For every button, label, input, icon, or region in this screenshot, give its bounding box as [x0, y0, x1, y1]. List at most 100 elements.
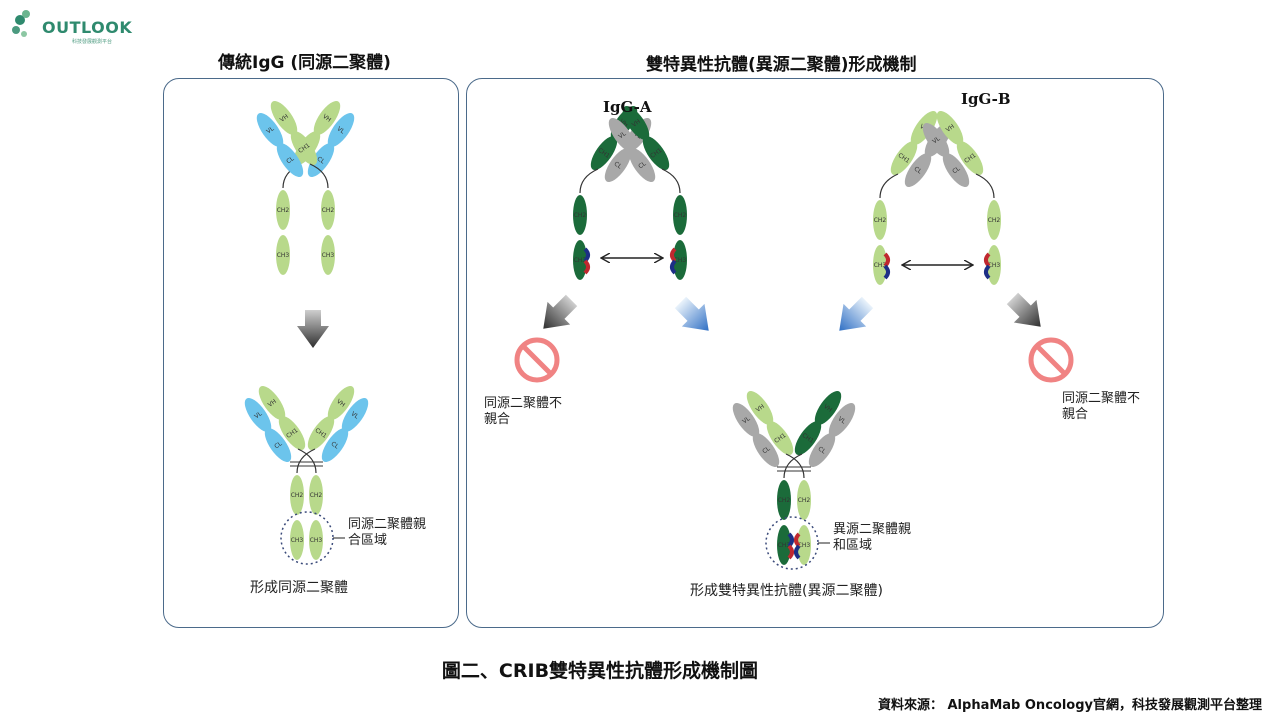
ch3-domain: CH3	[321, 235, 335, 275]
svg-text:CH2: CH2	[988, 217, 1001, 224]
svg-text:VL: VL	[741, 415, 752, 425]
svg-text:CH3: CH3	[574, 257, 587, 264]
ch2-domain: CH2	[309, 475, 323, 515]
cl-domain: CL	[942, 152, 970, 188]
cl-domain: CL	[264, 427, 292, 463]
arrow-gray-right-icon	[1006, 292, 1041, 327]
ch1-domain: CH1	[307, 415, 335, 451]
ch3-domain: CH3	[673, 240, 687, 280]
cl-domain: CL	[904, 152, 932, 188]
right-panel-title: 雙特異性抗體(異源二聚體)形成機制	[646, 55, 917, 75]
right-panel	[466, 78, 1164, 628]
svg-text:VH: VH	[267, 398, 278, 409]
left-panel-title: 傳統IgG (同源二聚體)	[218, 53, 391, 73]
vh-domain: VH	[746, 390, 774, 426]
svg-text:CH2: CH2	[674, 212, 687, 219]
svg-text:VL: VL	[336, 125, 347, 135]
ch1-domain: CH1	[794, 420, 822, 456]
cl-domain: CL	[321, 427, 349, 463]
svg-text:CH2: CH2	[798, 497, 811, 504]
igg-a-label: IgG-A	[603, 98, 652, 116]
svg-text:CL: CL	[285, 155, 296, 165]
ch1-domain: CH1	[890, 140, 918, 176]
svg-text:CH3: CH3	[874, 262, 887, 269]
ch3-domain: CH3	[777, 525, 791, 565]
svg-text:VL: VL	[253, 410, 264, 420]
vl-domain: VL	[244, 397, 272, 433]
svg-text:VH: VH	[945, 123, 956, 134]
svg-text:CH3: CH3	[798, 542, 811, 549]
svg-text:VH: VH	[822, 403, 833, 414]
ch3-domain: CH3	[290, 520, 304, 560]
vh-domain: VH	[270, 100, 298, 136]
outlook-logo: OUTLOOK 科技發展觀測平台	[10, 6, 132, 46]
ch3-domain: CH3	[573, 240, 587, 280]
prohibit-icon	[1028, 337, 1074, 383]
svg-text:VH: VH	[618, 118, 629, 129]
logo-wordmark: OUTLOOK	[42, 18, 133, 37]
cl-domain: CL	[808, 432, 836, 468]
ch1-domain: CH1	[278, 415, 306, 451]
ch1-domain: CH1	[956, 140, 984, 176]
ch2-domain: CH2	[797, 480, 811, 520]
vh-domain: VH	[814, 390, 842, 426]
svg-text:VH: VH	[321, 113, 332, 124]
ch1-domain: CH1	[766, 420, 794, 456]
vh-domain: VH	[313, 100, 341, 136]
down-arrow-icon	[297, 310, 329, 348]
homodimer-region-circle	[280, 511, 334, 565]
ch3-domain: CH3	[276, 235, 290, 275]
svg-text:CH3: CH3	[277, 252, 290, 259]
svg-text:CL: CL	[330, 440, 341, 450]
ch1-domain: CH1	[290, 130, 318, 166]
ch1-domain: CH1	[642, 135, 670, 171]
svg-text:CH2: CH2	[277, 207, 290, 214]
arrow-blue-left-icon	[839, 296, 874, 331]
vh-domain: VH	[936, 110, 964, 146]
ch2-domain: CH2	[987, 200, 1001, 240]
ch2-domain: CH2	[573, 195, 587, 235]
ch3-domain: CH3	[873, 245, 887, 285]
vh-domain: VH	[622, 105, 650, 141]
vl-domain: VL	[608, 117, 636, 153]
logo-subtitle: 科技發展觀測平台	[72, 39, 113, 45]
svg-text:CH2: CH2	[574, 212, 587, 219]
heterodimer-result-label: 形成雙特異性抗體(異源二聚體)	[690, 583, 883, 599]
vl-domain: VL	[327, 112, 355, 148]
svg-text:VH: VH	[631, 118, 642, 129]
cl-domain: CL	[276, 142, 304, 178]
homodimer-result-label: 形成同源二聚體	[250, 580, 348, 596]
svg-text:VL: VL	[837, 415, 848, 425]
svg-text:CH2: CH2	[322, 207, 335, 214]
svg-text:CH3: CH3	[778, 542, 791, 549]
ch3-domain: CH3	[309, 520, 323, 560]
svg-text:VH: VH	[279, 113, 290, 124]
source-note: 資料來源： AlphaMab Oncology官網，科技發展觀測平台整理	[877, 698, 1262, 713]
svg-text:VL: VL	[931, 135, 942, 145]
svg-text:CL: CL	[913, 165, 924, 175]
svg-text:CH3: CH3	[291, 537, 304, 544]
svg-text:CH3: CH3	[988, 262, 1001, 269]
ch2-domain: CH2	[777, 480, 791, 520]
no-pairing-left-label: 同源二聚體不 親合	[484, 396, 563, 427]
svg-text:CH2: CH2	[291, 492, 304, 499]
svg-text:CL: CL	[761, 445, 772, 455]
vl-domain: VL	[256, 112, 284, 148]
arrow-gray-left-icon	[543, 294, 578, 329]
ch2-domain: CH2	[321, 190, 335, 230]
svg-text:VH: VH	[335, 398, 346, 409]
svg-text:VH: VH	[755, 403, 766, 414]
cl-domain: CL	[307, 142, 335, 178]
cl-domain: CL	[752, 432, 780, 468]
svg-text:CL: CL	[951, 165, 962, 175]
svg-text:VL: VL	[350, 410, 361, 420]
prohibit-icon	[514, 337, 560, 383]
ch3-domain: CH3	[797, 525, 811, 565]
cl-domain: CL	[628, 147, 656, 183]
ch3-domain: CH3	[987, 245, 1001, 285]
svg-text:CH2: CH2	[874, 217, 887, 224]
ch2-domain: CH2	[276, 190, 290, 230]
logo-leaf-icon	[12, 10, 30, 37]
vl-domain: VL	[341, 397, 369, 433]
